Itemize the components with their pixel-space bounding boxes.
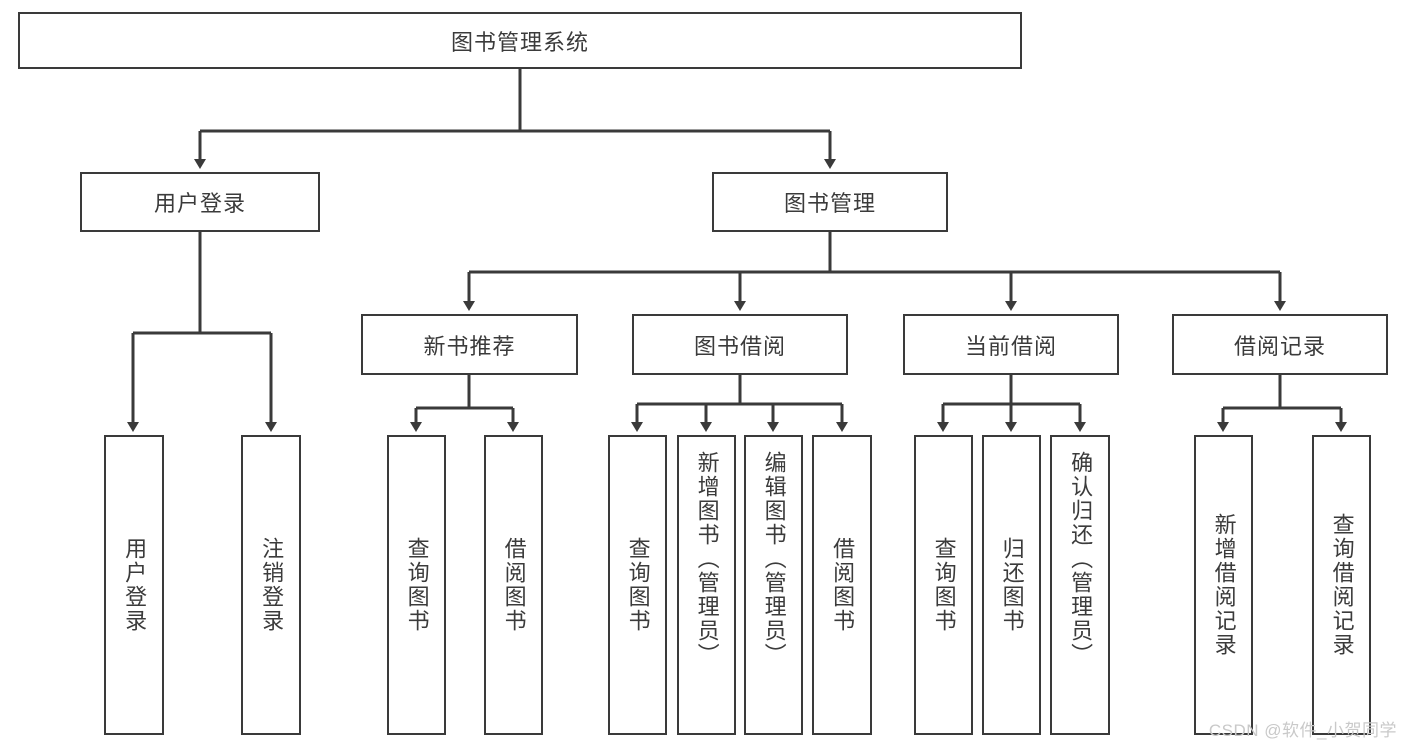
node-leaf-edit-book[interactable]: 编辑图书（管理员） (744, 435, 803, 735)
node-leaf-borrow-book-1[interactable]: 借阅图书 (484, 435, 543, 735)
node-user-login[interactable]: 用户登录 (80, 172, 320, 232)
watermark: CSDN @软件_小贺同学 (1208, 721, 1397, 740)
node-leaf-query-book-3[interactable]: 查询图书 (914, 435, 973, 735)
node-leaf-add-book-label: 新增图书（管理员） (694, 451, 720, 667)
node-leaf-return-book-label: 归还图书 (999, 537, 1025, 633)
node-book-borrow-label: 图书借阅 (693, 333, 786, 359)
node-book-manage[interactable]: 图书管理 (712, 172, 948, 232)
node-leaf-confirm-return-label: 确认归还（管理员） (1068, 451, 1094, 667)
node-leaf-borrow-book-2-label: 借阅图书 (830, 537, 856, 633)
node-leaf-query-record-label: 查询借阅记录 (1329, 513, 1355, 657)
node-leaf-add-record-label: 新增借阅记录 (1211, 513, 1237, 657)
node-leaf-borrow-book-2[interactable]: 借阅图书 (812, 435, 872, 735)
node-current-borrow-label: 当前借阅 (964, 333, 1057, 359)
node-leaf-user-login-label: 用户登录 (122, 537, 148, 633)
node-root[interactable]: 图书管理系统 (18, 12, 1022, 69)
node-new-book-recommend-label: 新书推荐 (423, 333, 516, 359)
node-borrow-record[interactable]: 借阅记录 (1172, 314, 1388, 375)
node-leaf-query-book-1-label: 查询图书 (404, 537, 430, 633)
node-new-book-recommend[interactable]: 新书推荐 (361, 314, 578, 375)
node-leaf-add-book[interactable]: 新增图书（管理员） (677, 435, 736, 735)
node-leaf-borrow-book-1-label: 借阅图书 (501, 537, 527, 633)
node-book-borrow[interactable]: 图书借阅 (632, 314, 848, 375)
node-current-borrow[interactable]: 当前借阅 (903, 314, 1119, 375)
node-leaf-query-book-2-label: 查询图书 (625, 537, 651, 633)
node-leaf-confirm-return[interactable]: 确认归还（管理员） (1050, 435, 1110, 735)
node-leaf-logout[interactable]: 注销登录 (241, 435, 301, 735)
node-user-login-label: 用户登录 (153, 191, 246, 216)
node-leaf-add-record[interactable]: 新增借阅记录 (1194, 435, 1253, 735)
node-leaf-query-book-2[interactable]: 查询图书 (608, 435, 667, 735)
node-book-manage-label: 图书管理 (783, 191, 876, 216)
node-leaf-query-book-3-label: 查询图书 (931, 537, 957, 633)
node-root-label: 图书管理系统 (450, 29, 589, 55)
node-leaf-user-login[interactable]: 用户登录 (104, 435, 164, 735)
node-leaf-edit-book-label: 编辑图书（管理员） (761, 451, 787, 667)
node-leaf-query-record[interactable]: 查询借阅记录 (1312, 435, 1371, 735)
node-borrow-record-label: 借阅记录 (1233, 333, 1326, 359)
node-leaf-return-book[interactable]: 归还图书 (982, 435, 1041, 735)
node-leaf-query-book-1[interactable]: 查询图书 (387, 435, 446, 735)
node-leaf-logout-label: 注销登录 (259, 537, 285, 633)
